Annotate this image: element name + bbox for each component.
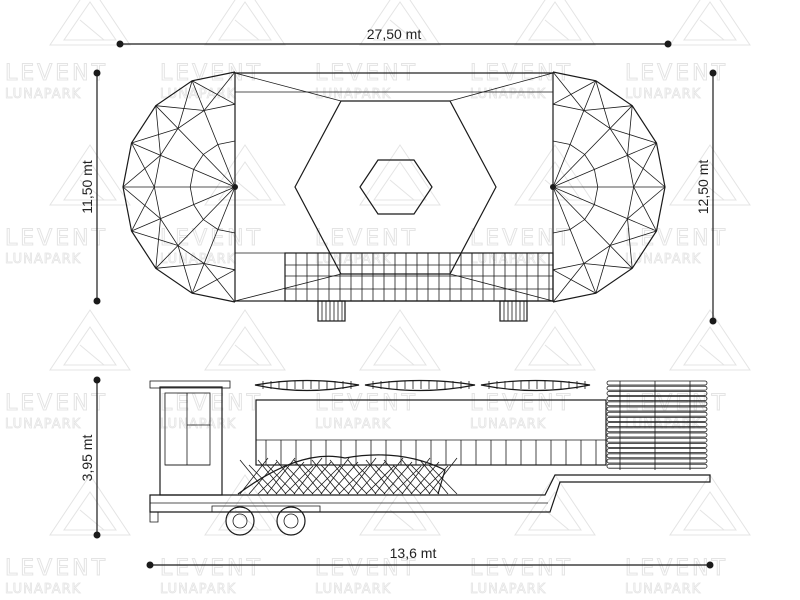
levent-logo-icon <box>359 474 441 536</box>
left-dome <box>122 71 238 303</box>
side-view <box>149 379 711 536</box>
watermark-layer: LEVENTLUNAPARKLEVENTLUNAPARKLEVENTLUNAPA… <box>5 0 751 597</box>
right-height-label: 12,50 mt <box>695 160 711 215</box>
canopy-lattice <box>237 454 458 495</box>
levent-logo-icon <box>359 144 441 206</box>
levent-logo-icon <box>204 0 286 46</box>
watermark-brand: LEVENT <box>160 226 263 251</box>
watermark-sub: LUNAPARK <box>315 252 391 267</box>
levent-logo-icon <box>204 144 286 206</box>
watermark-sub: LUNAPARK <box>470 252 546 267</box>
watermark-brand: LEVENT <box>160 556 263 581</box>
right-dome <box>550 71 666 303</box>
stairs <box>317 300 528 322</box>
levent-logo-icon <box>514 144 596 206</box>
levent-logo-icon <box>514 309 596 371</box>
trailer-bed <box>149 474 711 513</box>
levent-logo-icon <box>49 0 131 46</box>
roof-center-hexagon <box>359 159 433 215</box>
levent-logo-icon <box>669 474 751 536</box>
levent-logo-icon <box>514 474 596 536</box>
watermark-sub: LUNAPARK <box>5 87 81 102</box>
watermark-sub: LUNAPARK <box>315 87 391 102</box>
dimension-width-top: 27,50 mt <box>116 26 672 48</box>
levent-logo-icon <box>204 309 286 371</box>
watermark-brand: LEVENT <box>5 556 108 581</box>
levent-logo-icon <box>359 309 441 371</box>
wheels <box>211 505 321 536</box>
levent-logo-icon <box>49 474 131 536</box>
seating-grid <box>284 252 554 302</box>
watermark-sub: LUNAPARK <box>160 417 236 432</box>
left-height-label: 11,50 mt <box>79 160 95 214</box>
watermark-sub: LUNAPARK <box>5 582 81 597</box>
watermark-sub: LUNAPARK <box>625 582 701 597</box>
watermark-sub: LUNAPARK <box>5 417 81 432</box>
watermark-sub: LUNAPARK <box>160 582 236 597</box>
side-height-label: 3,95 mt <box>79 435 95 482</box>
watermark-sub: LUNAPARK <box>470 417 546 432</box>
watermark-brand: LEVENT <box>625 61 728 86</box>
wheel-front <box>225 506 255 536</box>
watermark-brand: LEVENT <box>5 226 108 251</box>
watermark-sub: LUNAPARK <box>5 252 81 267</box>
watermark-brand: LEVENT <box>315 391 418 416</box>
watermark-sub: LUNAPARK <box>315 582 391 597</box>
levent-logo-icon <box>514 0 596 46</box>
watermark-sub: LUNAPARK <box>470 582 546 597</box>
watermark-brand: LEVENT <box>625 556 728 581</box>
watermark-brand: LEVENT <box>160 391 263 416</box>
dimension-side-length: 13,6 mt <box>146 545 714 569</box>
dimension-height-right: 12,50 mt <box>695 69 717 325</box>
dimension-side-height: 3,95 mt <box>79 376 101 539</box>
stacked-panels <box>606 380 708 470</box>
watermark-brand: LEVENT <box>470 391 573 416</box>
levent-logo-icon <box>669 0 751 46</box>
width-label: 27,50 mt <box>367 26 422 42</box>
watermark-brand: LEVENT <box>315 226 418 251</box>
watermark-brand: LEVENT <box>5 391 108 416</box>
levent-logo-icon <box>49 309 131 371</box>
top-view <box>122 71 666 322</box>
levent-logo-icon <box>669 144 751 206</box>
panel-grid <box>256 439 606 465</box>
watermark-brand: LEVENT <box>5 61 108 86</box>
dimension-height-left: 11,50 mt <box>79 69 101 305</box>
watermark-brand: LEVENT <box>470 226 573 251</box>
levent-logo-icon <box>669 309 751 371</box>
side-length-label: 13,6 mt <box>390 545 437 561</box>
watermark-brand: LEVENT <box>625 226 728 251</box>
roof-sections <box>254 379 591 392</box>
levent-logo-icon <box>359 0 441 46</box>
watermark-sub: LUNAPARK <box>160 252 236 267</box>
cab-roof <box>149 380 231 389</box>
wheel-rear <box>276 506 306 536</box>
watermark-sub: LUNAPARK <box>315 417 391 432</box>
watermark-sub: LUNAPARK <box>625 417 701 432</box>
watermark-brand: LEVENT <box>470 556 573 581</box>
watermark-sub: LUNAPARK <box>625 252 701 267</box>
watermark-brand: LEVENT <box>315 556 418 581</box>
watermark-sub: LUNAPARK <box>625 87 701 102</box>
levent-logo-icon <box>49 144 131 206</box>
watermark-sub: LUNAPARK <box>470 87 546 102</box>
